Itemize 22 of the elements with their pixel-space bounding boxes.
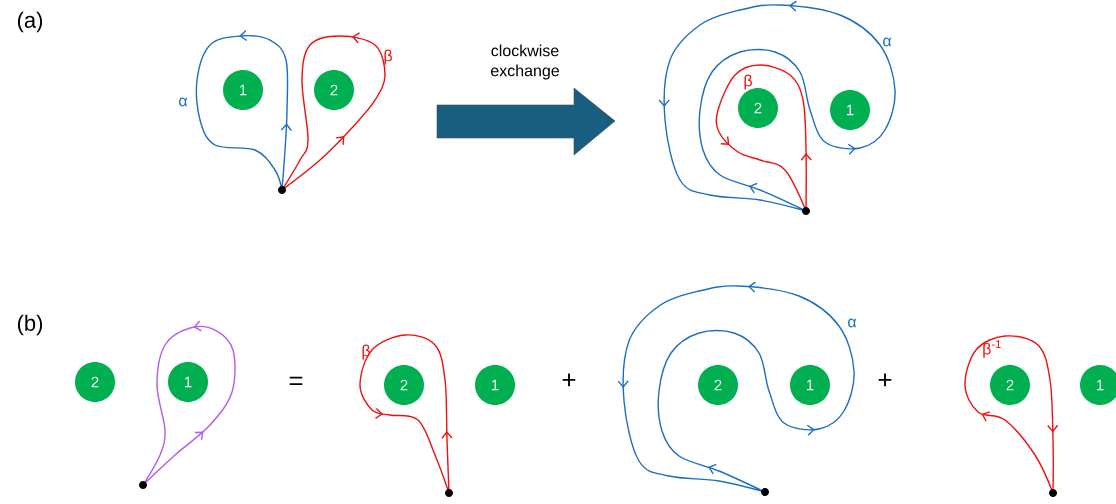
equals-sign: = [289, 376, 303, 385]
path-label: β [384, 49, 392, 65]
path-label: α [848, 318, 857, 328]
numbered-disc: 2 [698, 365, 738, 405]
numbered-disc: 1 [475, 365, 515, 405]
numbered-disc: 1 [223, 70, 263, 110]
plus-sign: + [562, 373, 576, 387]
numbered-disc: 1 [790, 365, 830, 405]
numbered-disc: 1 [830, 90, 870, 130]
numbered-disc: 2 [314, 70, 354, 110]
panel-label: (a) [17, 11, 43, 33]
path-label: α [883, 37, 892, 47]
numbered-disc: 2 [990, 365, 1030, 405]
arrow-caption: clockwise exchange [491, 44, 559, 80]
panel-label: (b) [17, 314, 43, 336]
numbered-disc: 1 [168, 362, 208, 402]
numbered-disc: 2 [384, 365, 424, 405]
numbered-disc: 2 [75, 362, 115, 402]
path-label: α [179, 97, 188, 107]
plus-sign: + [878, 373, 892, 387]
path-label: β [744, 74, 752, 90]
path-label: β$^{-1}$ [983, 340, 1001, 358]
